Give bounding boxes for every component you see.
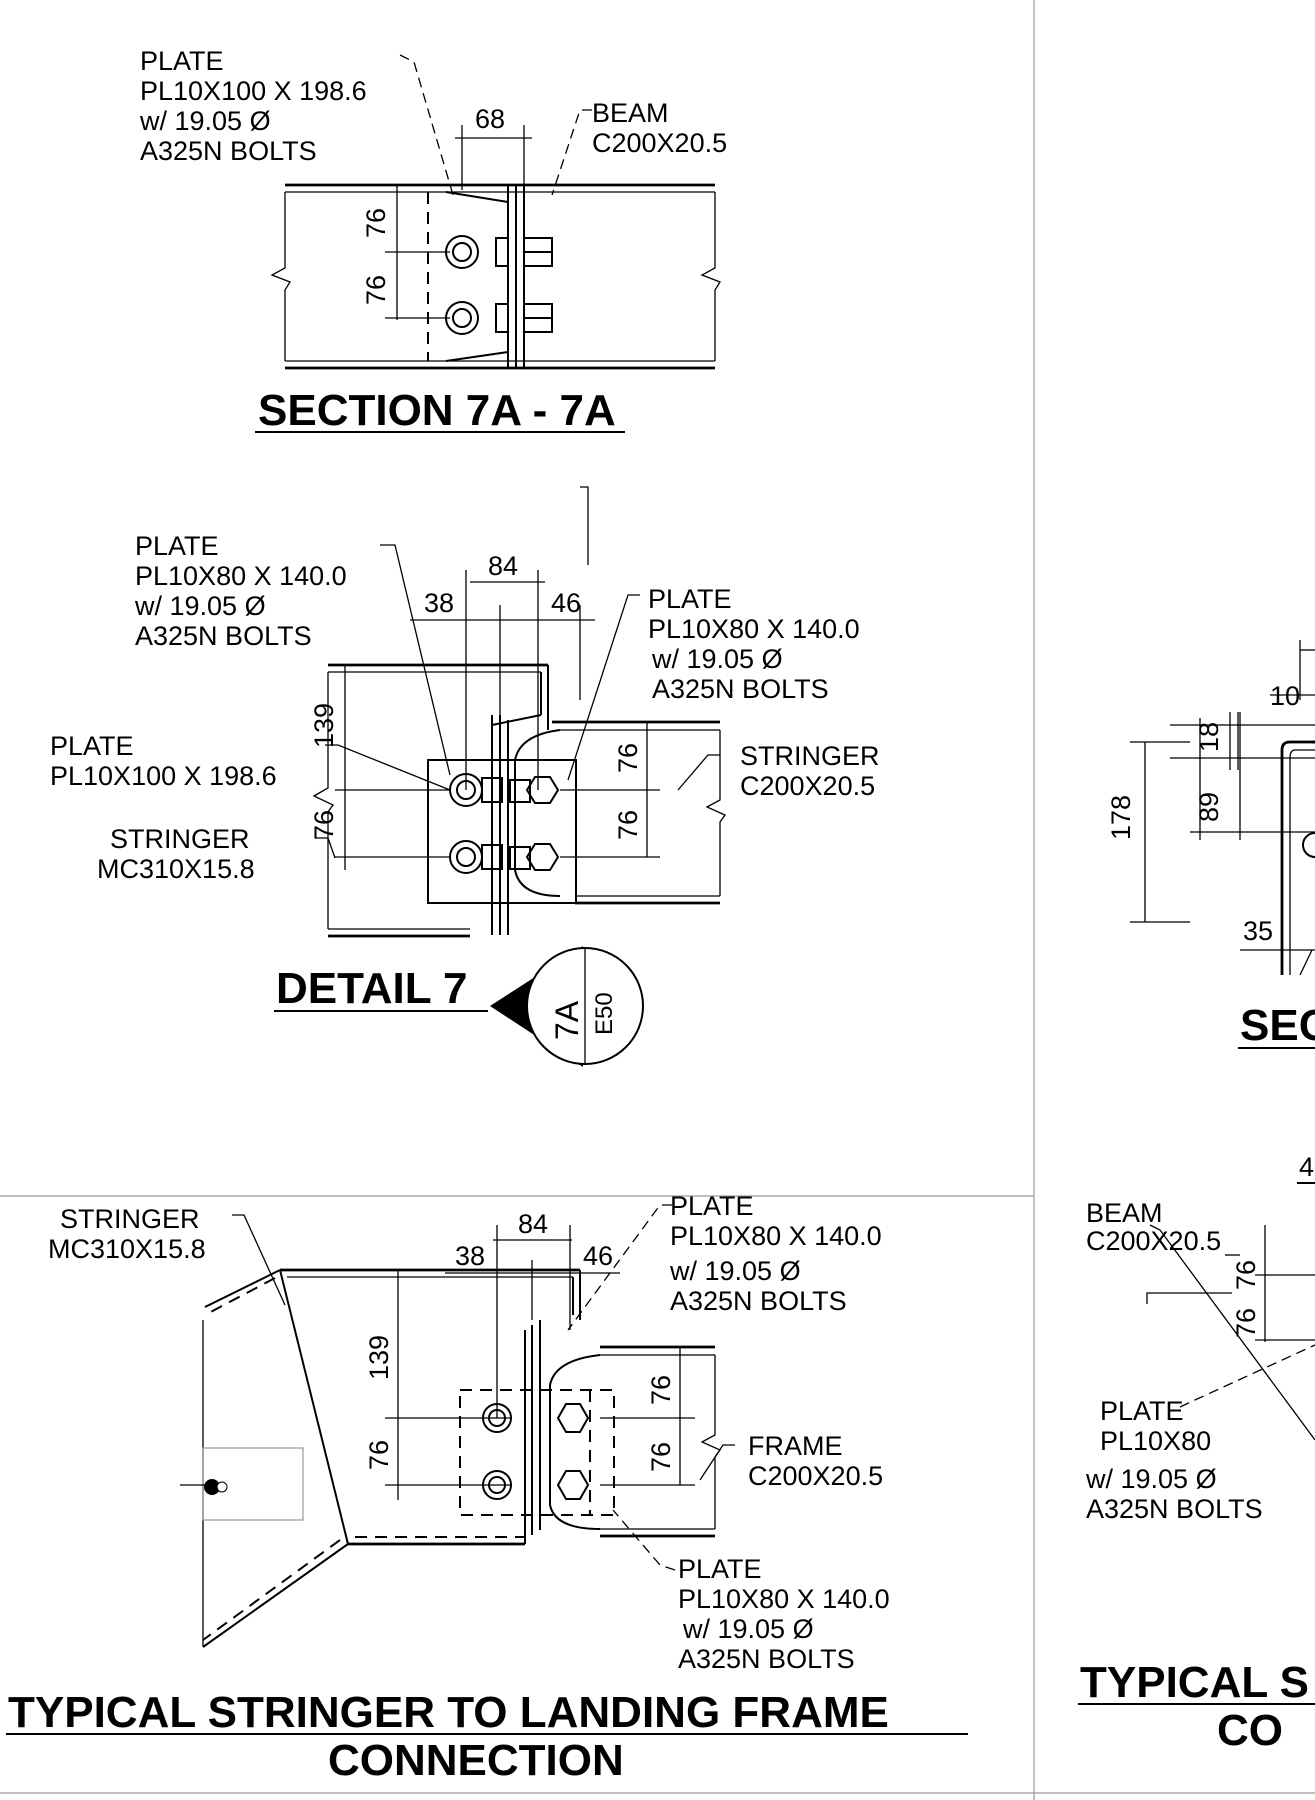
rp-plate-line2: PL10X80 — [1100, 1426, 1211, 1456]
lf-plate-bottom-line3: w/ 19.05 Ø — [682, 1614, 814, 1644]
lf-dim-76-right-lower: 76 — [646, 1442, 676, 1472]
detail7-stringer-right-line1: STRINGER — [740, 741, 880, 771]
detail-7-title: DETAIL 7 — [276, 964, 468, 1013]
lf-frame-line1: FRAME — [748, 1431, 843, 1461]
rp-dim-89: 89 — [1194, 792, 1224, 822]
dim-76-upper: 76 — [361, 208, 391, 238]
detail-7-text: PLATE PL10X80 X 140.0 w/ 19.05 Ø A325N B… — [50, 531, 880, 1040]
detail7-plate-big-line1: PLATE — [50, 731, 134, 761]
detail7-plate-right-line3: w/ 19.05 Ø — [651, 644, 783, 674]
detail7-plate-left-line1: PLATE — [135, 531, 219, 561]
lf-dim-76-right-upper: 76 — [646, 1375, 676, 1405]
lf-dim-38: 38 — [455, 1241, 485, 1271]
landing-frame-drawing — [180, 1204, 735, 1648]
dim-68: 68 — [475, 104, 505, 134]
detail7-plate-right-line2: PL10X80 X 140.0 — [648, 614, 860, 644]
section-7a-drawing — [270, 54, 721, 370]
landing-frame-text: STRINGER MC310X15.8 PLATE PL10X80 X 140.… — [6, 1191, 968, 1785]
marker-7a: 7A — [549, 1000, 585, 1040]
lf-plate-bottom-line2: PL10X80 X 140.0 — [678, 1584, 890, 1614]
lf-plate-top-line3: w/ 19.05 Ø — [669, 1256, 801, 1286]
marker-e50: E50 — [591, 992, 618, 1035]
detail7-plate-big-line2: PL10X100 X 198.6 — [50, 761, 277, 791]
lf-plate-bottom-line1: PLATE — [678, 1554, 762, 1584]
detail7-dim-84: 84 — [488, 551, 518, 581]
rp-dim-76-lower: 76 — [1231, 1308, 1261, 1338]
plate-label-line4: A325N BOLTS — [140, 136, 317, 166]
rp-plate-line3: w/ 19.05 Ø — [1085, 1464, 1217, 1494]
lf-dim-84: 84 — [518, 1209, 548, 1239]
section-7a-text: PLATE PL10X100 X 198.6 w/ 19.05 Ø A325N … — [139, 46, 727, 435]
section-7a-title: SECTION 7A - 7A — [258, 386, 616, 435]
detail7-plate-left-line2: PL10X80 X 140.0 — [135, 561, 347, 591]
rp-dim-10: 10 — [1270, 681, 1300, 711]
lf-dim-76-left: 76 — [364, 1440, 394, 1470]
lf-dim-46: 46 — [583, 1241, 613, 1271]
detail7-plate-right-line4: A325N BOLTS — [652, 674, 829, 704]
rp-dim-76-upper: 76 — [1231, 1260, 1261, 1290]
rp-title-lower-line1: TYPICAL S — [1080, 1658, 1309, 1707]
detail7-dim-38: 38 — [424, 588, 454, 618]
detail7-dim-76-left: 76 — [309, 810, 339, 840]
rp-dim-35: 35 — [1243, 916, 1273, 946]
plate-label-line2: PL10X100 X 198.6 — [140, 76, 367, 106]
lf-dim-139: 139 — [364, 1335, 394, 1380]
rp-plate-line1: PLATE — [1100, 1396, 1184, 1426]
detail7-stringer-right-line2: C200X20.5 — [740, 771, 875, 801]
lf-frame-line2: C200X20.5 — [748, 1461, 883, 1491]
lf-title-line1: TYPICAL STRINGER TO LANDING FRAME — [8, 1688, 889, 1737]
beam-label-line2: C200X20.5 — [592, 128, 727, 158]
detail7-dim-76-right-upper: 76 — [613, 743, 643, 773]
detail-7-drawing — [312, 486, 726, 1067]
rp-dim-178: 178 — [1106, 795, 1136, 840]
lf-plate-bottom-line4: A325N BOLTS — [678, 1644, 855, 1674]
dim-76-lower: 76 — [361, 275, 391, 305]
lf-plate-top-line4: A325N BOLTS — [670, 1286, 847, 1316]
plate-label-line3: w/ 19.05 Ø — [139, 106, 271, 136]
detail7-plate-left-line3: w/ 19.05 Ø — [134, 591, 266, 621]
lf-plate-top-line2: PL10X80 X 140.0 — [670, 1221, 882, 1251]
rp-dim-18: 18 — [1194, 722, 1224, 752]
lf-plate-top-line1: PLATE — [670, 1191, 754, 1221]
rp-title-lower-line2: CO — [1217, 1706, 1283, 1755]
lf-stringer-line2: MC310X15.8 — [48, 1234, 206, 1264]
detail7-plate-left-line4: A325N BOLTS — [135, 621, 312, 651]
rp-beam-line2: C200X20.5 — [1086, 1226, 1221, 1256]
rp-plate-line4: A325N BOLTS — [1086, 1494, 1263, 1524]
detail7-dim-139: 139 — [309, 703, 339, 748]
right-partial-drawing — [1130, 640, 1315, 1441]
lf-title-line2: CONNECTION — [328, 1736, 624, 1785]
detail7-dim-46: 46 — [551, 588, 581, 618]
rp-beam-line1: BEAM — [1086, 1198, 1163, 1228]
plate-label-line1: PLATE — [140, 46, 224, 76]
right-partial-text: 10 18 178 89 35 SEC BEAM C200X20.5 4 76 … — [1078, 681, 1315, 1755]
rp-dim-4: 4 — [1299, 1152, 1314, 1182]
detail7-dim-76-right-lower: 76 — [613, 810, 643, 840]
rp-title-upper: SEC — [1240, 1001, 1315, 1050]
detail7-stringer-left-line2: MC310X15.8 — [97, 854, 255, 884]
detail7-plate-right-line1: PLATE — [648, 584, 732, 614]
beam-label-line1: BEAM — [592, 98, 669, 128]
lf-stringer-line1: STRINGER — [60, 1204, 200, 1234]
detail7-stringer-left-line1: STRINGER — [110, 824, 250, 854]
